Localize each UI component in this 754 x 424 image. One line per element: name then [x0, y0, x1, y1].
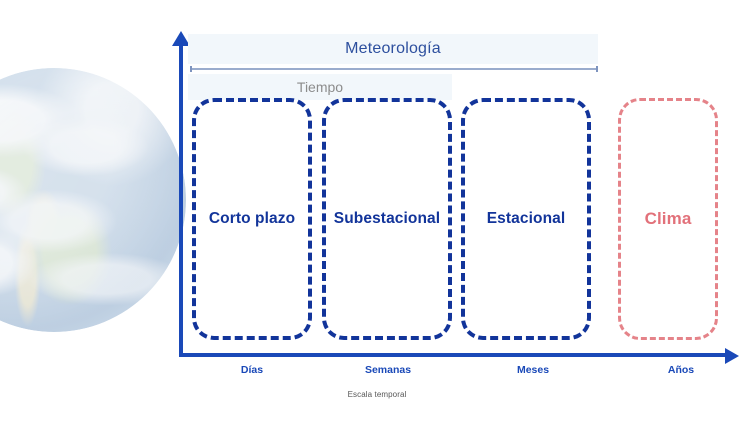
earth-shading-overlay	[0, 68, 186, 332]
phase-box-estacional[interactable]: Estacional	[461, 98, 591, 340]
earth-globe-image	[0, 68, 186, 332]
phase-box-corto-plazo[interactable]: Corto plazo	[192, 98, 312, 340]
phase-box-clima[interactable]: Clima	[618, 98, 718, 340]
meteorologia-span-rule	[190, 66, 598, 72]
y-axis-arrowhead-icon	[172, 31, 190, 46]
axis-caption: Escala temporal	[347, 390, 407, 399]
phase-label-corto-plazo: Corto plazo	[208, 210, 296, 227]
phase-label-clima: Clima	[644, 209, 692, 228]
phase-box-subestacional[interactable]: Subestacional	[322, 98, 452, 340]
tiempo-label: Tiempo	[296, 79, 344, 95]
x-axis-arrowhead-icon	[725, 348, 739, 364]
tick-label-dias: Días	[240, 364, 264, 376]
meteorologia-label: Meteorología	[345, 40, 441, 57]
meteorologia-band: Meteorología	[188, 34, 598, 64]
phase-label-estacional: Estacional	[486, 210, 566, 227]
x-axis-line	[179, 353, 728, 357]
tick-label-semanas: Semanas	[364, 364, 412, 376]
phase-label-subestacional: Subestacional	[333, 210, 441, 227]
tiempo-band: Tiempo	[188, 74, 452, 100]
tick-label-meses: Meses	[516, 364, 550, 376]
y-axis-line	[179, 44, 183, 357]
tick-label-anos: Años	[667, 364, 695, 376]
